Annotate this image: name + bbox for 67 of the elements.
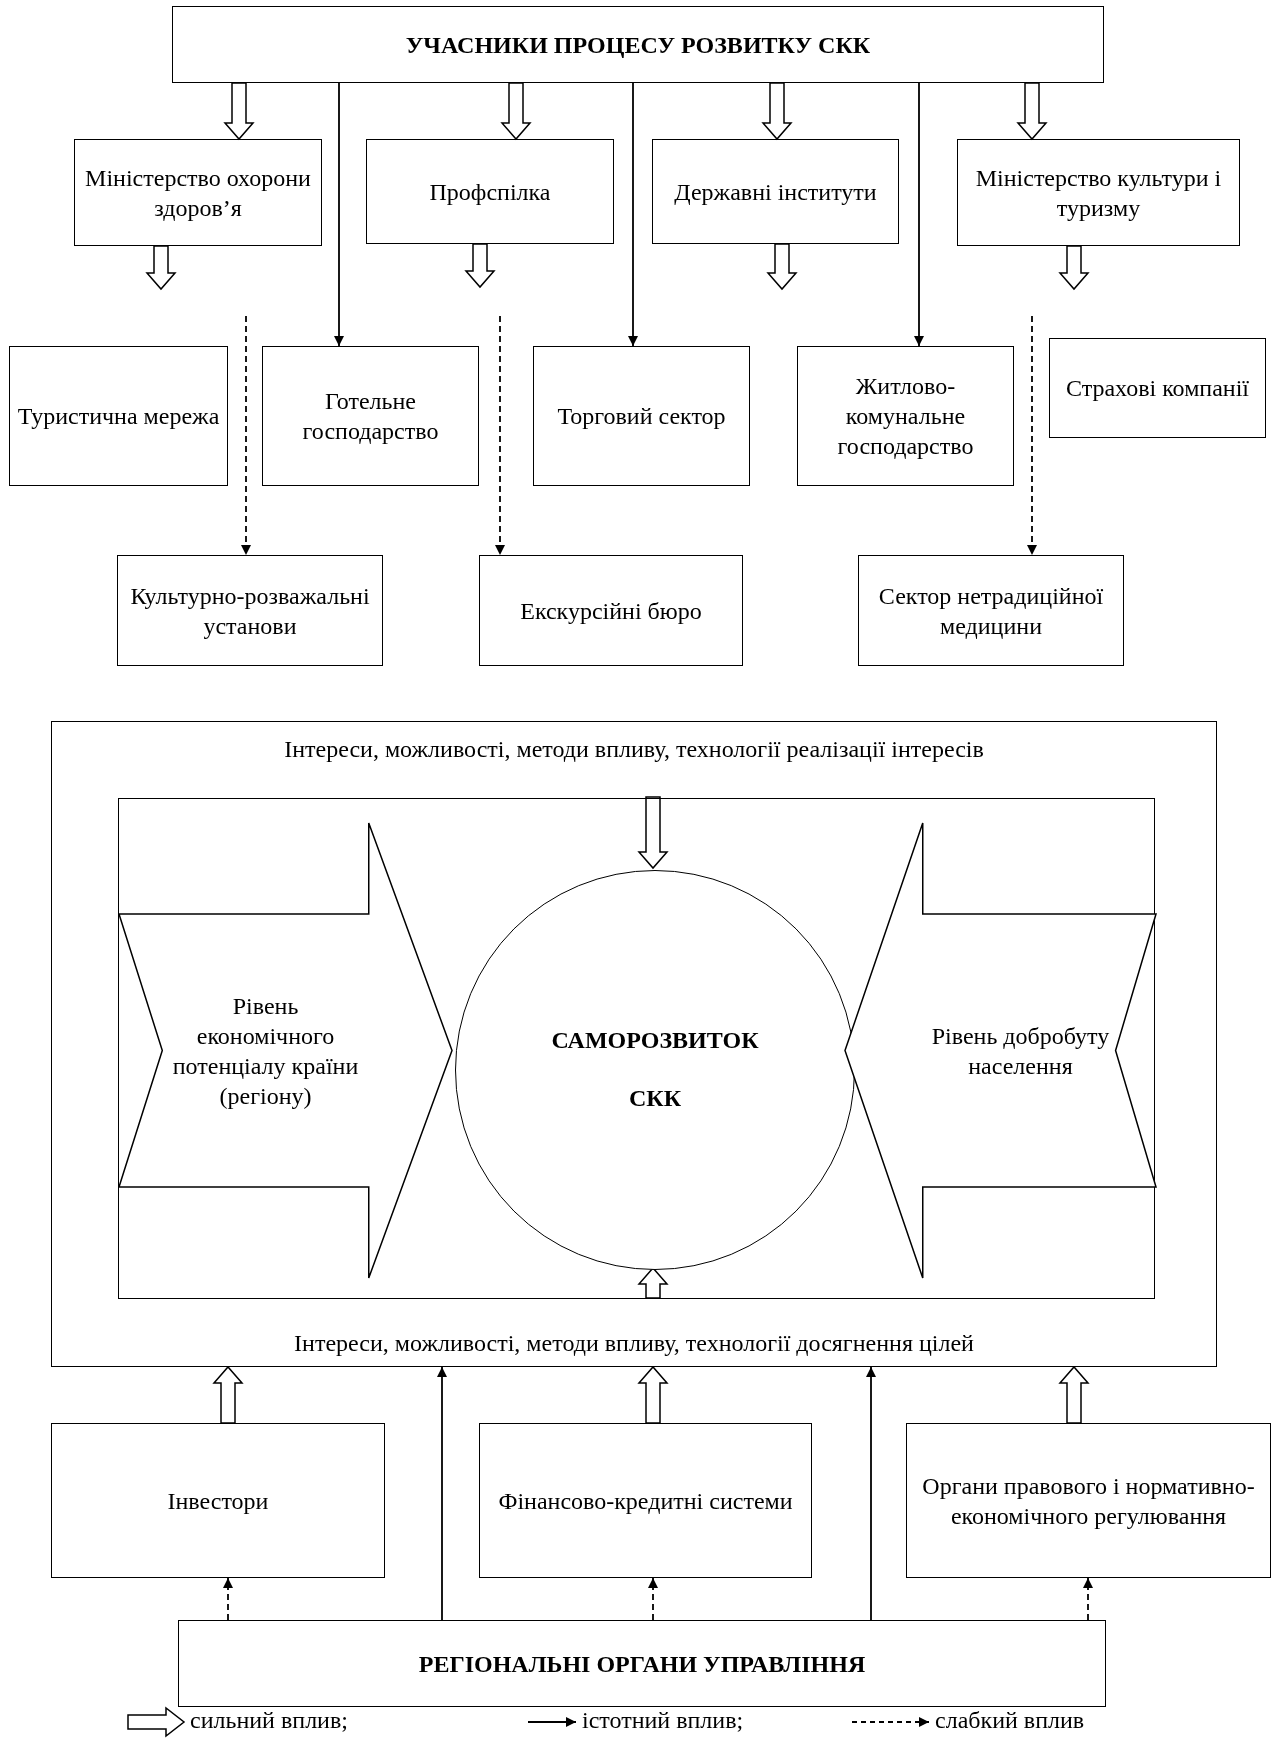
box-label: Житлово-комунальне господарство [836, 372, 975, 461]
arrow-label: Рівень економічного потенціалу країни (регіону) [171, 991, 360, 1111]
process-box [797, 346, 1014, 486]
box-label: Екскурсійні бюро [519, 596, 703, 626]
box-label: Страхові компанії [1064, 374, 1251, 403]
arrow [1027, 315, 1037, 556]
inner-frame [118, 798, 1155, 1299]
hollow-arrow [212, 1365, 244, 1424]
process-box [479, 555, 743, 666]
header-box [172, 6, 1104, 83]
hollow-arrow [637, 796, 669, 870]
box-label: Державні інститути [673, 177, 878, 207]
legend-label: істотний вплив; [582, 1707, 744, 1734]
process-box [117, 555, 383, 666]
box-label: Готельне господарство [301, 387, 440, 446]
box-label: УЧАСНИКИ ПРОЦЕСУ РОЗВИТКУ СКК [404, 30, 872, 60]
process-box [9, 346, 228, 486]
process-box [262, 346, 479, 486]
arrow [437, 1366, 447, 1621]
box-label: Сектор нетрадиційної медицини [877, 581, 1105, 641]
box-label: Органи правового і нормативно-економічного регулювання [921, 1471, 1256, 1531]
box-label: Туристична мережа [16, 402, 221, 431]
process-box [858, 555, 1124, 666]
box-label: РЕГІОНАЛЬНІ ОРГАНИ УПРАВЛІННЯ [417, 1649, 867, 1679]
outer-frame [51, 721, 1217, 1367]
box-label: Профспілка [428, 177, 552, 207]
process-box [74, 139, 322, 246]
process-box [366, 139, 614, 244]
frame-caption: Інтереси, можливості, методи впливу, технології досягнення цілей [293, 1329, 975, 1358]
arrow [241, 315, 251, 556]
hollow-arrow [766, 243, 798, 291]
arrow [1083, 1577, 1093, 1621]
frame-caption: Інтереси, можливості, методи впливу, технології реалізації інтересів [283, 735, 985, 764]
hollow-arrow [464, 243, 496, 289]
arrow [914, 82, 924, 347]
box-label: Міністерство культури і туризму [974, 163, 1223, 223]
process-box [51, 1423, 385, 1578]
arrow [495, 315, 505, 556]
hollow-arrow [223, 82, 255, 141]
process-box [1049, 338, 1266, 438]
hollow-arrow [1058, 1365, 1090, 1424]
arrow [866, 1366, 876, 1621]
hollow-arrow [1016, 82, 1048, 141]
hollow-arrow [1058, 245, 1090, 291]
arrow-label: Рівень добробуту населення [930, 1021, 1111, 1081]
box-label: Фінансово-кредитні системи [497, 1486, 794, 1516]
process-box [479, 1423, 812, 1578]
hollow-arrow [500, 82, 532, 141]
arrow [334, 82, 344, 347]
box-label: Інвестори [166, 1486, 270, 1516]
process-box [906, 1423, 1271, 1578]
circle-label: САМОРОЗВИТОК СКК [550, 1026, 760, 1113]
footer-box [178, 1620, 1106, 1707]
hollow-arrow [761, 82, 793, 141]
legend-label: слабкий вплив [935, 1707, 1085, 1734]
arrow [648, 1577, 658, 1621]
arrow [628, 82, 638, 347]
process-box [533, 346, 750, 486]
arrow [223, 1577, 233, 1621]
hollow-arrow [145, 245, 177, 291]
process-box [652, 139, 899, 244]
box-label: Культурно-розважальні установи [129, 581, 371, 641]
box-label: Торговий сектор [556, 402, 727, 431]
hollow-arrow [637, 1365, 669, 1424]
legend-label: сильний вплив; [190, 1707, 348, 1734]
process-box [957, 139, 1240, 246]
box-label: Міністерство охорони здоров’я [84, 163, 312, 223]
